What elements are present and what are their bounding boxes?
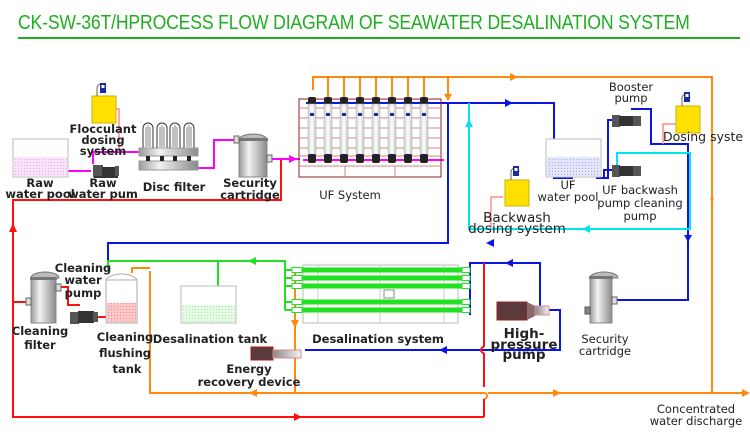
uf-membrane-module xyxy=(355,97,365,163)
uf-membrane-module xyxy=(371,97,381,163)
cleaning-pipes xyxy=(12,160,485,418)
energy-recovery-label-2: recovery device xyxy=(198,375,301,389)
ro-membrane-vessel xyxy=(291,307,471,313)
uf-water-pool-label-1: UF xyxy=(560,178,575,192)
dosing-system-tank xyxy=(675,92,701,134)
ro-membrane-vessel xyxy=(291,267,471,273)
high-pressure-pump-label-2: pressure xyxy=(491,337,558,353)
dosing-system-label: Dosing syste xyxy=(663,129,743,144)
desalination-tank xyxy=(180,285,237,324)
security-cartridge-2-label-2: cartridge xyxy=(579,344,631,358)
uf-product-pipes xyxy=(107,102,689,351)
uf-system-label: UF System xyxy=(319,188,381,202)
uf-backwash-pump xyxy=(612,165,641,177)
security-cartridge-1-label-2: cartridge xyxy=(220,188,280,202)
uf-membrane-module xyxy=(419,97,429,163)
cleaning-filter xyxy=(25,271,62,324)
backwash-dosing-label-1: Backwash xyxy=(483,210,551,226)
backwash-pipes xyxy=(468,103,691,230)
raw-water-pump-label-1: Raw xyxy=(89,176,117,190)
ro-membrane-vessel xyxy=(291,283,471,289)
disc-filter xyxy=(138,122,199,171)
energy-recovery-device xyxy=(250,346,302,361)
energy-recovery-label-1: Energy xyxy=(226,362,272,376)
desalination-system xyxy=(291,264,471,324)
raw-water-pool-label-2: water pool xyxy=(5,187,74,201)
concentrate-arrows xyxy=(249,73,750,397)
raw-water-arrow xyxy=(289,155,297,163)
ro-membrane-vessel xyxy=(291,299,471,305)
uf-water-pool-label-2: water pool xyxy=(538,190,599,204)
uf-membrane-module xyxy=(323,97,333,163)
ro-membrane-vessel xyxy=(291,275,471,281)
raw-water-pool xyxy=(12,138,69,178)
raw-water-pump xyxy=(93,165,119,178)
cleaning-filter-label-1: Cleaning xyxy=(12,324,69,338)
uf-backwash-label-3: pump xyxy=(623,209,656,223)
backwash-arrows xyxy=(465,119,590,233)
cleaning-water-pump-label-2: water xyxy=(64,273,102,287)
flocculant-label-1: Flocculant xyxy=(70,122,137,136)
uf-membrane-module xyxy=(387,97,397,163)
flocculant-dosing-tank xyxy=(91,83,117,124)
booster-pump-label-2: pump xyxy=(614,91,647,105)
title-underline xyxy=(18,37,740,39)
uf-system xyxy=(298,97,442,178)
uf-water-pool xyxy=(545,138,602,178)
cleaning-water-pump xyxy=(70,311,98,324)
concentrated-discharge-label-2: water discharge xyxy=(650,414,742,428)
desalination-system-label: Desalination system xyxy=(312,332,444,346)
disc-filter-label: Disc filter xyxy=(143,180,206,194)
booster-pump-label-1: Booster xyxy=(609,80,654,94)
cleaning-water-pump-label-1: Cleaning xyxy=(55,261,112,275)
cleaning-flushing-tank xyxy=(105,273,138,324)
uf-membrane-module xyxy=(307,97,317,163)
backwash-dosing-tank xyxy=(504,166,530,207)
uf-membrane-module xyxy=(403,97,413,163)
flocculant-label-3: system xyxy=(80,144,126,158)
desalination-tank-label: Desalination tank xyxy=(153,332,268,346)
raw-water-pool-label-1: Raw xyxy=(26,176,54,190)
high-pressure-pump-label-3: pump xyxy=(502,347,545,363)
uf-product-arrows xyxy=(439,99,692,354)
security-cartridge-2 xyxy=(584,271,619,324)
permeate-arrow xyxy=(248,257,256,265)
cleaning-flushing-label-1: Cleaning xyxy=(97,330,154,344)
cleaning-flushing-label-3: tank xyxy=(112,362,141,376)
uf-membrane-module xyxy=(339,97,349,163)
security-cartridge-1-label-1: Security xyxy=(223,176,277,190)
high-pressure-pump xyxy=(496,301,550,321)
cleaning-water-pump-label-3: pump xyxy=(65,286,102,300)
security-cartridge-2-label-1: Security xyxy=(581,332,628,346)
uf-backwash-label-2: pump cleaning xyxy=(597,196,682,210)
flocculant-label-2: dosing xyxy=(81,133,124,147)
cleaning-flushing-label-2: flushing xyxy=(99,346,151,360)
high-pressure-pump-label-1: High- xyxy=(504,326,545,342)
cleaning-arrows xyxy=(9,223,302,421)
security-cartridge-1 xyxy=(233,133,273,178)
raw-water-pump-label-2: water pum xyxy=(68,187,138,201)
cleaning-filter-label-2: filter xyxy=(24,338,56,352)
backwash-dosing-label-2: dosing system xyxy=(468,221,566,237)
booster-pump xyxy=(612,115,641,127)
concentrated-discharge-label-1: Concentrated xyxy=(657,402,735,416)
diagram-title: CK-SW-36T/HPROCESS FLOW DIAGRAM OF SEAWA… xyxy=(18,11,690,34)
uf-backwash-label-1: UF backwash xyxy=(602,183,678,197)
